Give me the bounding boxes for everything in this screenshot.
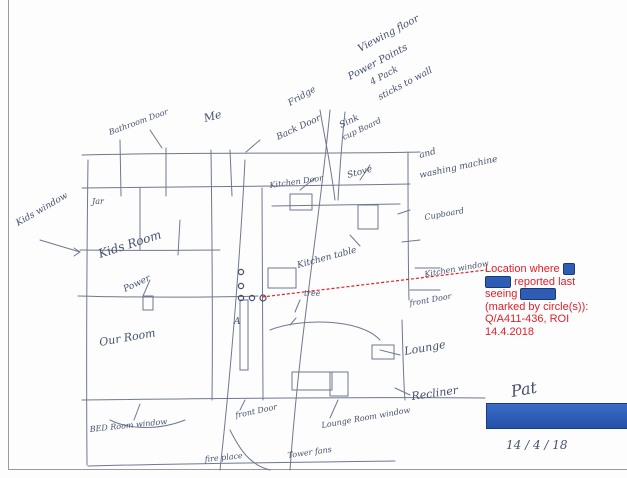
wall-lower-mid bbox=[77, 295, 259, 298]
wall-bottom bbox=[81, 397, 486, 401]
redaction-box bbox=[520, 288, 557, 301]
label-cupboard: Cupboard bbox=[424, 206, 465, 222]
circle-marker-label: A bbox=[233, 317, 241, 327]
label-kitchen-table: Kitchen table bbox=[295, 245, 357, 271]
annotation-line-2: reported last bbox=[514, 275, 576, 288]
label-back-door: Back Door bbox=[274, 113, 323, 143]
redaction-bar bbox=[486, 403, 627, 429]
label-fire-place: fire place bbox=[203, 451, 243, 464]
wall-right bbox=[407, 151, 410, 301]
label-kitchen-window: Kitchen window bbox=[423, 259, 490, 279]
annotation-line-4: (marked by circle(s)): bbox=[485, 300, 589, 313]
handwritten-date: 14 / 4 / 18 bbox=[506, 438, 568, 452]
label-washing-machine: washing machine bbox=[419, 155, 499, 181]
label-me: Me bbox=[201, 108, 223, 126]
label-tower-fans: Tower fans bbox=[287, 445, 332, 460]
label-viewing-floor: Viewing floor bbox=[356, 13, 422, 55]
label-fridge: Fridge bbox=[286, 85, 318, 109]
label-our-room: Our Room bbox=[98, 326, 156, 349]
wall-center bbox=[210, 149, 213, 401]
annotation-line-6: 14.4.2018 bbox=[485, 325, 534, 338]
wall-top bbox=[81, 151, 421, 156]
kitchen-table-shape bbox=[267, 267, 297, 289]
redaction-box bbox=[485, 275, 511, 288]
wall-base bbox=[87, 460, 396, 467]
wall-right-low bbox=[401, 319, 406, 401]
location-annotation: Location where reported last seeing (mar… bbox=[485, 263, 617, 338]
label-jar: Jar bbox=[90, 197, 105, 206]
label-kids-room: Kids Room bbox=[96, 227, 163, 261]
label-recliner: Recliner bbox=[410, 383, 460, 403]
label-lounge: Lounge bbox=[402, 338, 447, 358]
annotation-line-1: Location where bbox=[485, 263, 560, 275]
label-and: and bbox=[418, 147, 437, 161]
label-stove: Stove bbox=[346, 165, 373, 181]
label-front-door: front Door bbox=[234, 402, 279, 420]
label-kids-window: Kids window bbox=[14, 191, 70, 229]
label-bathroom-door: Bathroom Door bbox=[107, 107, 171, 138]
annotation-line-3: seeing bbox=[485, 288, 518, 300]
label-kitchen-door: Kitchen Door bbox=[268, 173, 325, 190]
location-circles bbox=[237, 268, 267, 302]
page-border bbox=[8, 0, 627, 470]
annotation-pointer-line bbox=[261, 269, 487, 298]
wall-left bbox=[86, 159, 89, 466]
redaction-box bbox=[562, 263, 575, 276]
label-tree: tree bbox=[304, 289, 321, 298]
label-bed-room-window: BED Room window bbox=[88, 417, 167, 434]
wall-inner bbox=[261, 187, 264, 401]
annotation-line-5: Q/A411-436, ROI bbox=[485, 313, 570, 325]
label-front-door-right: front Door bbox=[408, 292, 453, 309]
label-power: Power bbox=[121, 273, 153, 295]
handwritten-signature: Pat bbox=[508, 378, 538, 402]
wall-upper bbox=[81, 183, 411, 189]
